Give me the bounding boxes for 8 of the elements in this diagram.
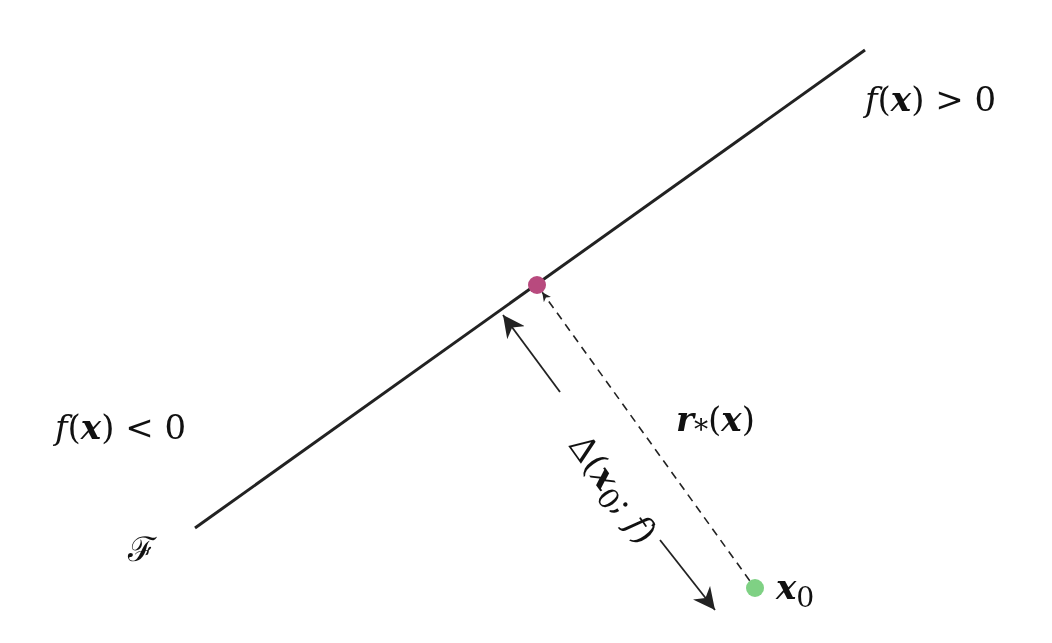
point-dot xyxy=(746,579,764,597)
point-label: x$_{0}$ xyxy=(776,570,815,613)
region-label: f(x) > 0 xyxy=(865,82,997,116)
edge-label: r$_{*}$(x) xyxy=(676,402,755,445)
region-label: f(x) < 0 xyxy=(55,410,187,444)
arrow xyxy=(541,291,751,582)
boundary-label: ℱ xyxy=(128,532,156,566)
point-dot xyxy=(528,276,546,294)
